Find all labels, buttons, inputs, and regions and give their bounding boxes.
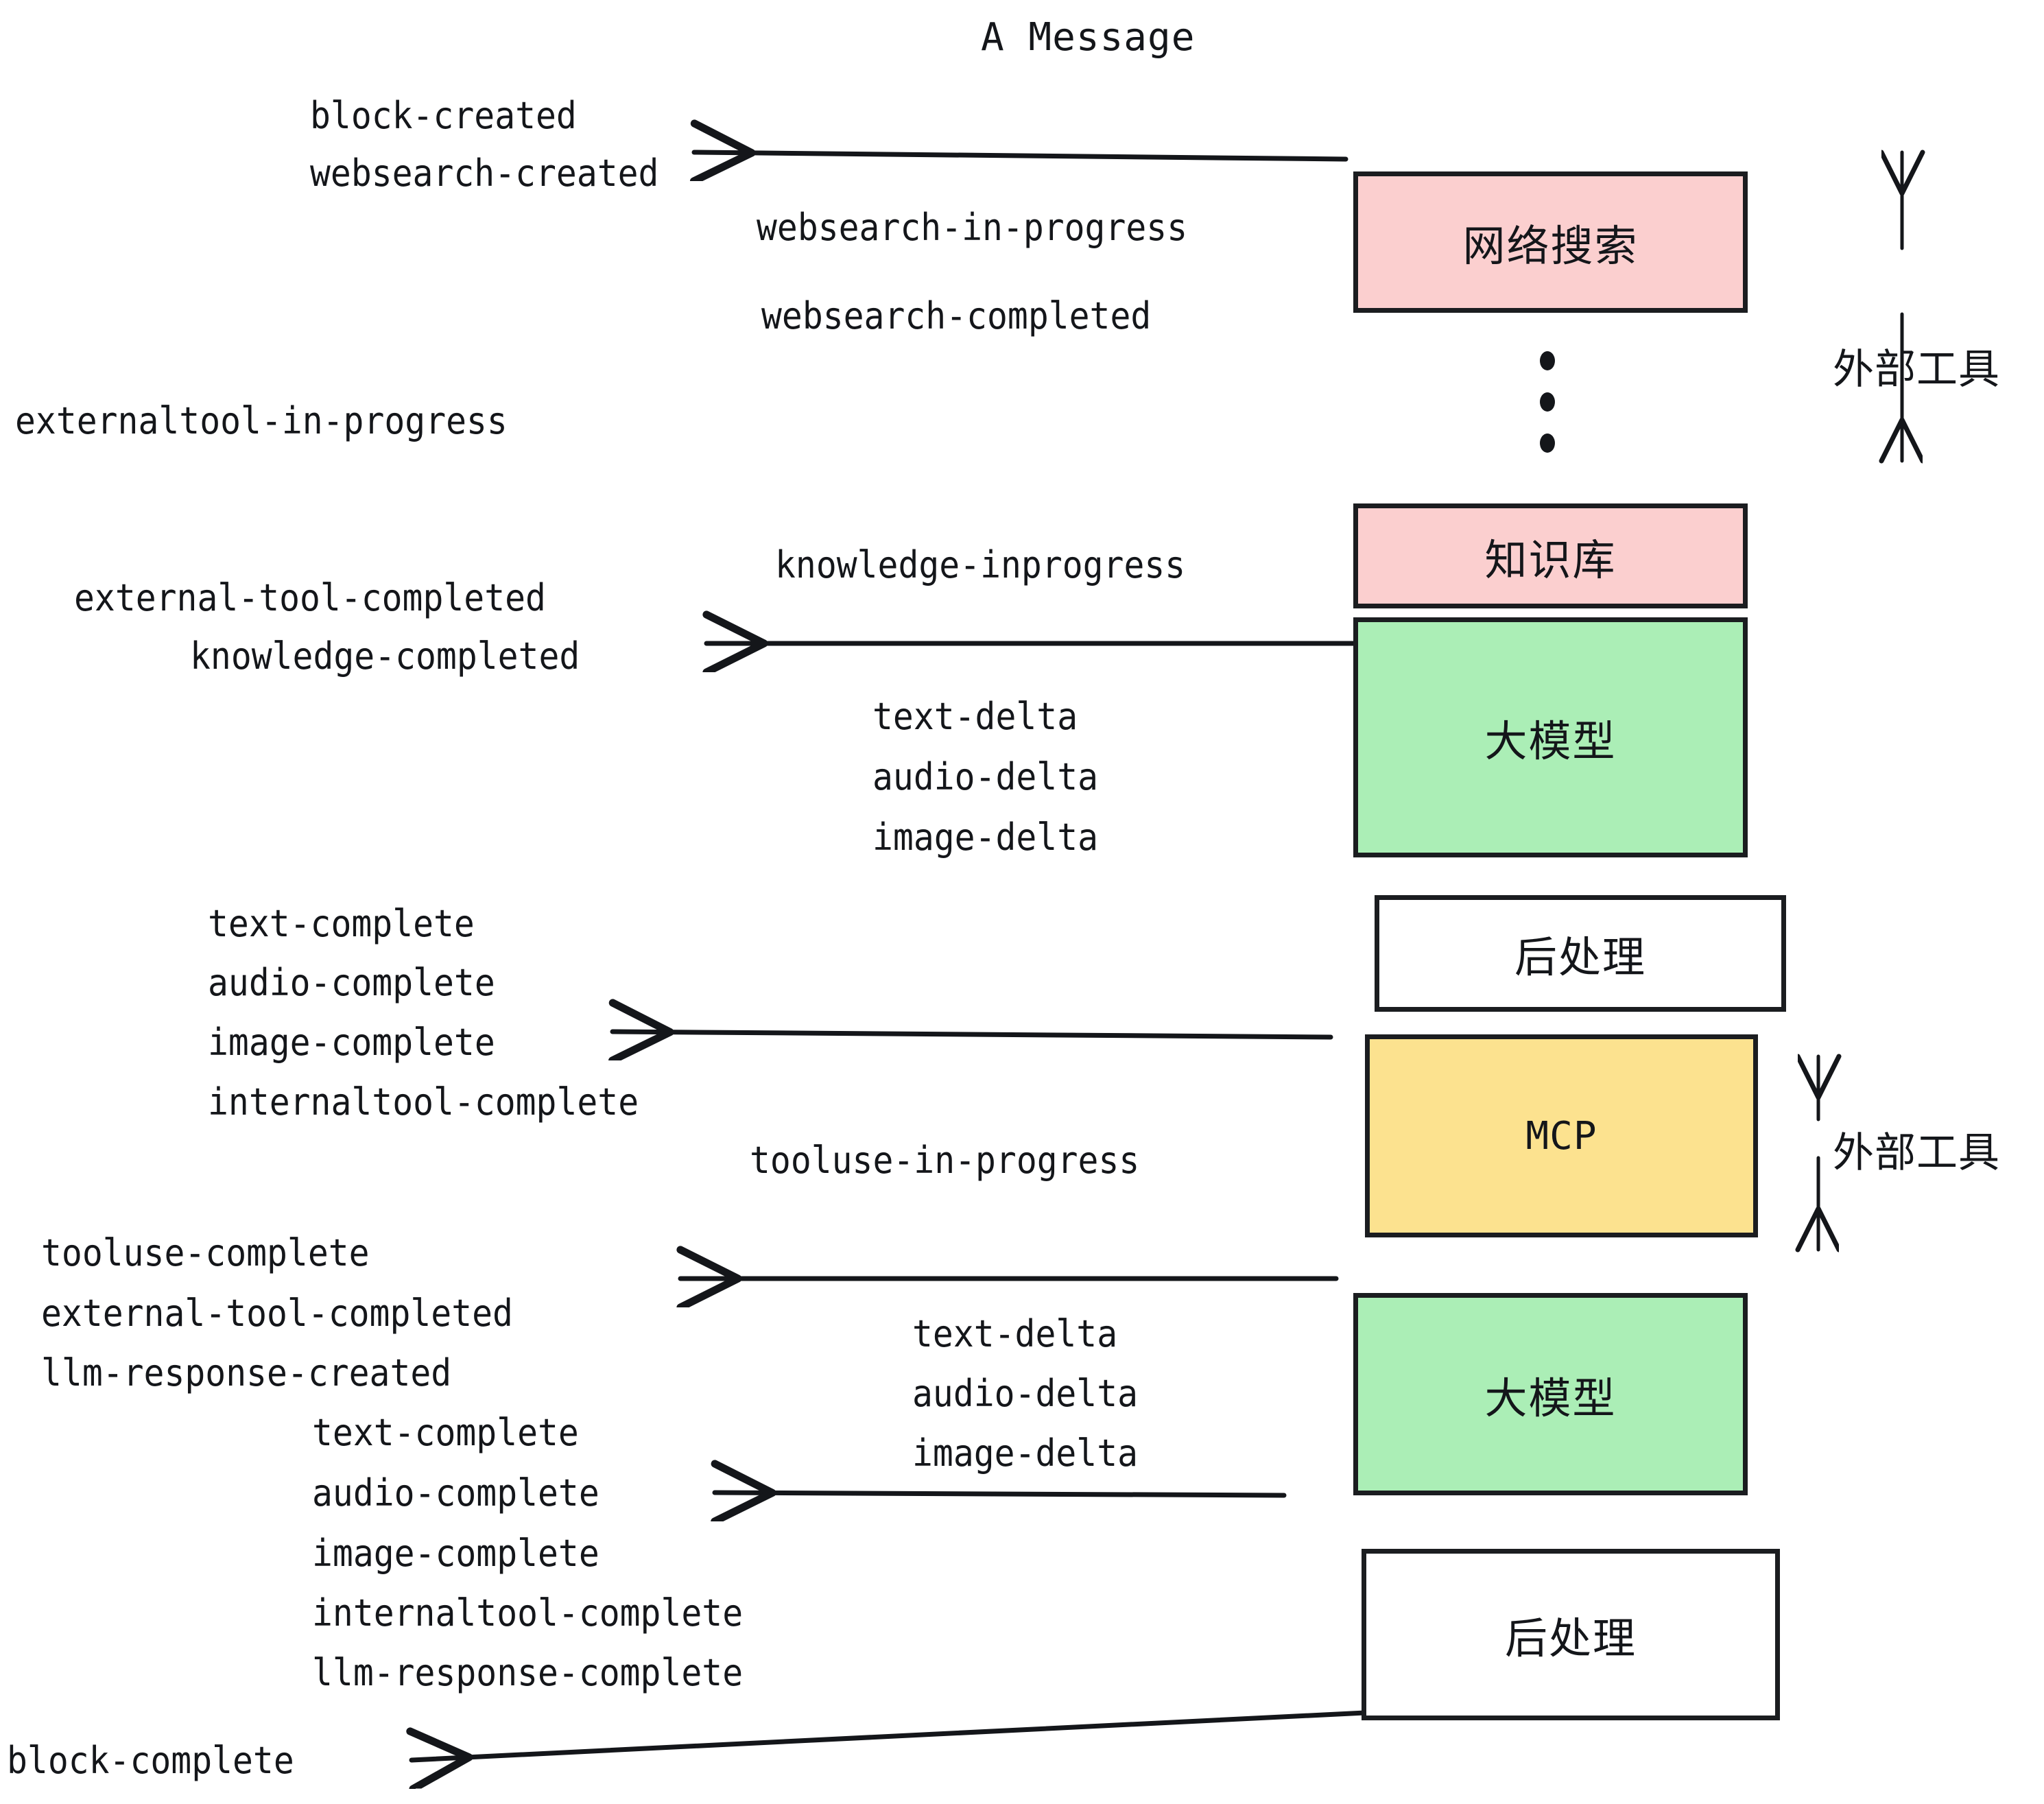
- event-label: llm-response-complete: [312, 1651, 744, 1694]
- external-tool-label: 外部工具: [1833, 1129, 2000, 1177]
- event-label: websearch-created: [310, 152, 659, 195]
- node-llm1[interactable]: 大模型: [1353, 617, 1748, 857]
- event-label: websearch-completed: [761, 294, 1152, 337]
- event-label: audio-complete: [208, 961, 495, 1004]
- event-label: audio-delta: [912, 1372, 1139, 1415]
- event-label: text-delta: [872, 695, 1078, 738]
- event-label: image-complete: [208, 1021, 495, 1064]
- event-label: audio-delta: [872, 755, 1099, 798]
- flow-arrows: [412, 152, 1368, 1760]
- ellipsis-dot-icon: [1540, 351, 1555, 370]
- arrow-websearch-to-left: [694, 152, 1348, 159]
- node-knowledge[interactable]: 知识库: [1353, 503, 1748, 608]
- node-websearch[interactable]: 网络搜索: [1353, 171, 1748, 313]
- diagram-title: A Message: [981, 15, 1196, 60]
- side-arrows: [1818, 152, 1902, 1250]
- event-label: knowledge-completed: [190, 634, 580, 678]
- event-label: block-created: [310, 94, 577, 137]
- external-tool-label: 外部工具: [1833, 346, 2000, 394]
- event-label: internaltool-complete: [208, 1080, 639, 1124]
- ellipsis-dot-icon: [1540, 434, 1555, 453]
- node-mcp[interactable]: MCP: [1365, 1034, 1758, 1237]
- event-label: external-tool-completed: [74, 576, 546, 619]
- ellipsis-dot-icon: [1540, 392, 1555, 412]
- event-label: websearch-in-progress: [757, 206, 1188, 249]
- node-post2[interactable]: 后处理: [1362, 1549, 1780, 1720]
- node-post1[interactable]: 后处理: [1375, 895, 1786, 1012]
- event-label: image-delta: [872, 816, 1099, 859]
- event-label: externaltool-in-progress: [15, 399, 508, 442]
- event-label: external-tool-completed: [41, 1292, 513, 1335]
- event-label: internaltool-complete: [312, 1591, 744, 1635]
- event-label: llm-response-created: [41, 1351, 452, 1394]
- event-label: text-delta: [912, 1312, 1118, 1355]
- event-label: block-complete: [7, 1739, 294, 1782]
- event-label: tooluse-in-progress: [750, 1139, 1140, 1182]
- event-label: text-complete: [312, 1411, 579, 1454]
- event-label: audio-complete: [312, 1471, 599, 1515]
- event-label: tooluse-complete: [41, 1231, 370, 1274]
- event-label: image-complete: [312, 1532, 599, 1575]
- node-llm2[interactable]: 大模型: [1353, 1293, 1748, 1495]
- event-label: knowledge-inprogress: [775, 543, 1186, 586]
- arrow-llm2-to-left: [715, 1493, 1287, 1495]
- event-label: image-delta: [912, 1432, 1139, 1475]
- event-label: text-complete: [208, 902, 475, 945]
- arrow-postproc-to-left: [613, 1032, 1333, 1037]
- arrow-postproc2-to-left: [412, 1710, 1368, 1760]
